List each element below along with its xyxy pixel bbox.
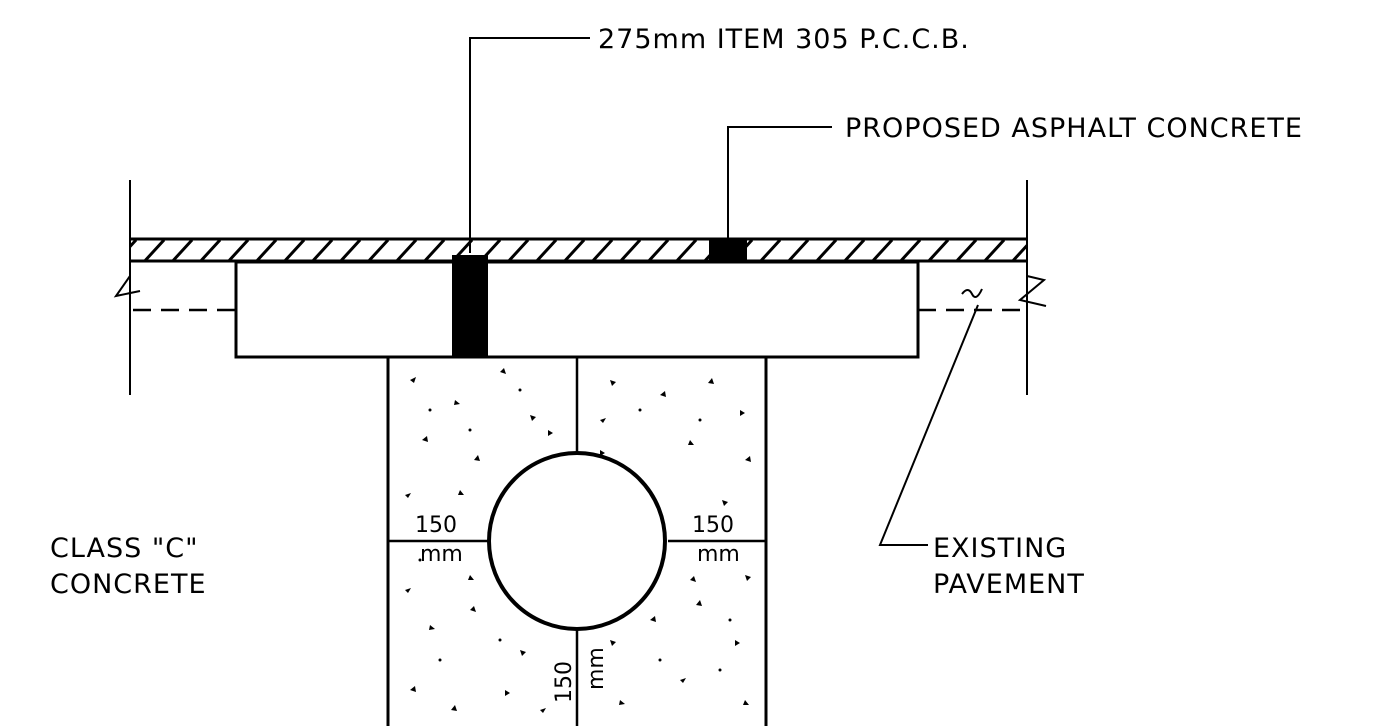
left-dimension-unit: mm bbox=[420, 542, 463, 567]
bottom-dimension-value: 150 bbox=[552, 661, 577, 703]
existing-pavement-tilde bbox=[961, 288, 983, 299]
pccb-joint bbox=[452, 255, 488, 358]
existing-label-line1: EXISTING bbox=[933, 533, 1067, 564]
pipe bbox=[487, 451, 667, 631]
asphalt-layer bbox=[130, 237, 1027, 263]
asphalt-patch bbox=[709, 239, 747, 263]
bottom-dimension-unit: mm bbox=[584, 647, 609, 690]
left-dimension-value: 150 bbox=[415, 513, 457, 538]
class-c-label-line1: CLASS "C" bbox=[50, 533, 199, 564]
existing-pavement-left bbox=[113, 275, 236, 312]
existing-pavement-right bbox=[918, 275, 1047, 312]
asphalt-callout-label: PROPOSED ASPHALT CONCRETE bbox=[845, 113, 1303, 144]
right-dimension-unit: mm bbox=[697, 542, 740, 567]
asphalt-leader bbox=[727, 126, 832, 239]
right-dimension-value: 150 bbox=[692, 513, 734, 538]
pccb-leader bbox=[469, 37, 590, 253]
pccb-callout-label: 275mm ITEM 305 P.C.C.B. bbox=[598, 24, 970, 55]
existing-pavement-leader bbox=[878, 304, 979, 546]
class-c-label-line2: CONCRETE bbox=[50, 569, 207, 600]
existing-label-line2: PAVEMENT bbox=[933, 569, 1085, 600]
pccb-slab bbox=[234, 260, 920, 359]
